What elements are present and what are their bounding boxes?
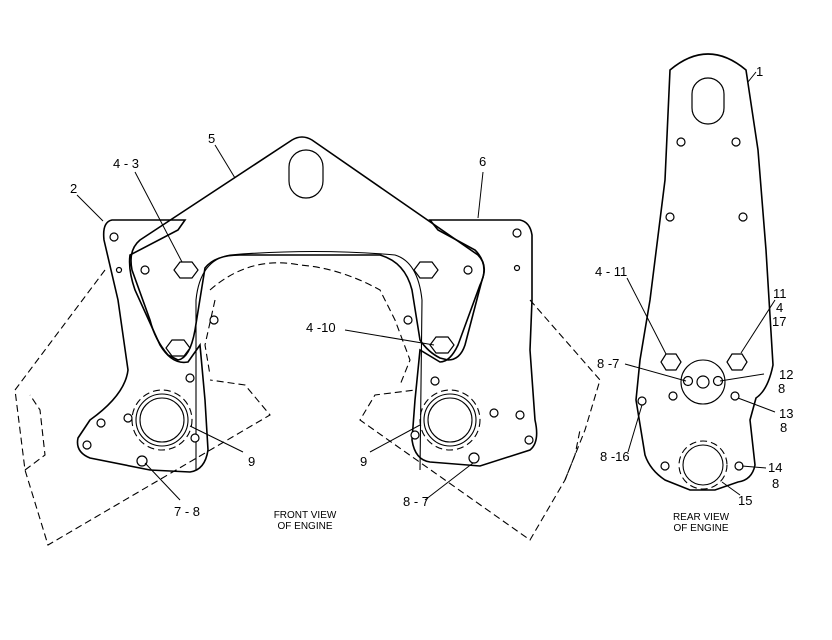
front-caption-line2: OF ENGINE — [277, 521, 332, 532]
label-4-11: 4 - 11 — [595, 264, 627, 279]
label-4-10: 4 -10 — [306, 320, 336, 335]
label-9-right: 9 — [360, 454, 367, 469]
label-15: 15 — [738, 493, 752, 508]
bolt-hex — [413, 261, 439, 279]
engine-outline-dashed — [14, 262, 601, 546]
label-4: 4 — [776, 300, 783, 315]
front-view: 5 6 2 4 - 3 4 -10 9 9 7 - 8 8 - 7 FRONT … — [14, 131, 601, 546]
bolt-hex — [165, 339, 191, 357]
rear-lift-eye-slot — [691, 77, 725, 125]
label-8-16: 8 -16 — [600, 449, 630, 464]
label-13: 13 — [779, 406, 793, 421]
rear-view: 1 4 - 11 11 4 17 8 -7 12 8 13 8 8 -16 14… — [595, 53, 793, 534]
front-caption-line1: FRONT VIEW — [274, 510, 337, 521]
label-12: 12 — [779, 367, 793, 382]
label-14-8: 8 — [772, 476, 779, 491]
label-1: 1 — [756, 64, 763, 79]
rear-caption-line1: REAR VIEW — [673, 512, 730, 523]
label-9-left: 9 — [248, 454, 255, 469]
center-arch — [195, 250, 423, 471]
label-2: 2 — [70, 181, 77, 196]
bolt-hex — [429, 336, 455, 354]
label-13-8: 8 — [780, 420, 787, 435]
label-14: 14 — [768, 460, 782, 475]
rear-seal-bore — [678, 440, 728, 490]
label-8-7-front: 8 - 7 — [403, 494, 429, 509]
right-bracket-plate-6 — [411, 219, 538, 467]
rear-bolt-hex-right — [726, 353, 748, 371]
right-seal-bore — [419, 389, 481, 451]
front-leader-lines — [76, 144, 484, 501]
label-5: 5 — [208, 131, 215, 146]
label-4-3: 4 - 3 — [113, 156, 139, 171]
lift-eye-slot — [288, 149, 324, 199]
label-8-7-rear: 8 -7 — [597, 356, 619, 371]
front-bolt-heads — [165, 261, 455, 357]
left-bracket-plate-2 — [76, 219, 209, 473]
rear-holes — [637, 137, 748, 471]
label-17: 17 — [772, 314, 786, 329]
rear-caption-line2: OF ENGINE — [673, 523, 728, 534]
front-holes — [82, 228, 534, 467]
label-11: 11 — [773, 286, 787, 301]
label-6: 6 — [479, 154, 486, 169]
bolt-hex — [173, 261, 199, 279]
label-12-8: 8 — [778, 381, 785, 396]
rear-leader-lines — [624, 71, 776, 496]
rear-bolt-hex-left — [660, 353, 682, 371]
label-7-8: 7 - 8 — [174, 504, 200, 519]
left-seal-bore — [131, 389, 193, 451]
center-boss — [680, 359, 726, 405]
rear-bracket-plate-1 — [635, 53, 774, 491]
